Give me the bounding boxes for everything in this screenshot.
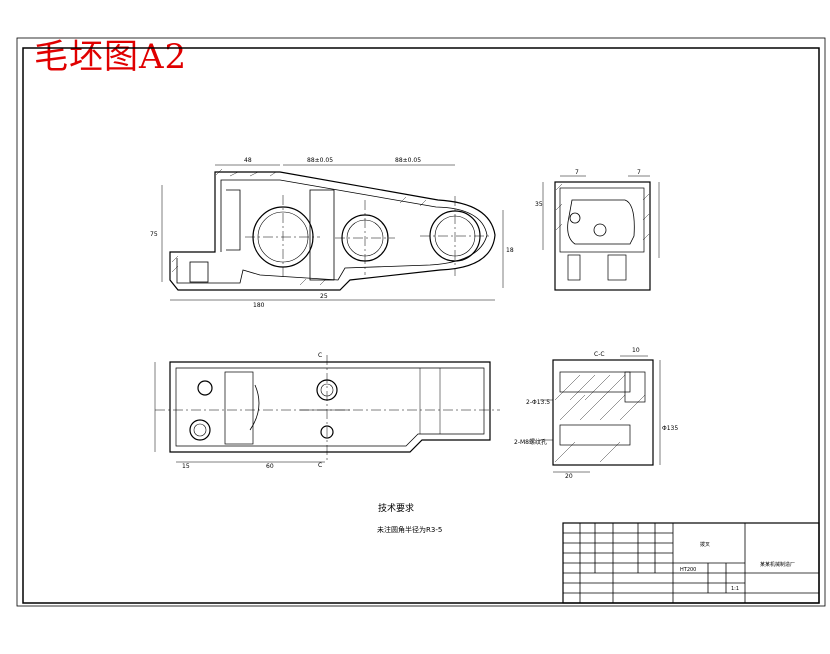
tech-requirements-heading: 技术要求 — [378, 502, 414, 514]
dim-center-span-1: 88±0.05 — [307, 157, 333, 164]
plan-view — [154, 355, 500, 463]
title-block-company: 某某机械制造厂 — [760, 561, 795, 568]
outer-frame — [16, 37, 826, 607]
title-block-scale: 1:1 — [731, 586, 739, 592]
section-label-holes: 2-Φ13.5 — [526, 399, 550, 406]
title-block — [562, 522, 820, 604]
side-view — [542, 175, 660, 291]
dim-plan-60: 60 — [266, 463, 274, 470]
cut-mark-top: C — [318, 352, 322, 359]
section-title: C-C — [594, 351, 605, 358]
dim-section-10: 10 — [632, 347, 640, 354]
dim-height-left: 75 — [150, 231, 158, 238]
dim-side-7-left: 7 — [575, 169, 579, 176]
dim-center-span-2: 88±0.05 — [395, 157, 421, 164]
dim-plan-15: 15 — [182, 463, 190, 470]
front-view — [161, 164, 504, 301]
inner-frame — [22, 47, 820, 604]
dim-top-left: 48 — [244, 157, 252, 164]
section-label-dia: Φ135 — [662, 425, 678, 432]
title-stamp: 毛坯图A2 — [34, 37, 188, 77]
section-view — [540, 355, 661, 473]
cut-mark-bottom: C — [318, 462, 322, 469]
dim-right-side: 18 — [506, 247, 514, 254]
dim-bottom-25: 25 — [320, 293, 328, 300]
dim-section-20: 20 — [565, 473, 573, 480]
dim-side-7-right: 7 — [637, 169, 641, 176]
section-label-threads: 2-M8螺纹孔 — [514, 438, 547, 446]
title-block-material: HT200 — [680, 567, 696, 573]
title-block-drawing-name: 拨叉 — [700, 541, 710, 548]
dim-overall-length: 180 — [253, 302, 265, 309]
dim-side-35: 35 — [535, 201, 543, 208]
tech-requirements-line: 未注圆角半径为R3-5 — [377, 525, 442, 534]
